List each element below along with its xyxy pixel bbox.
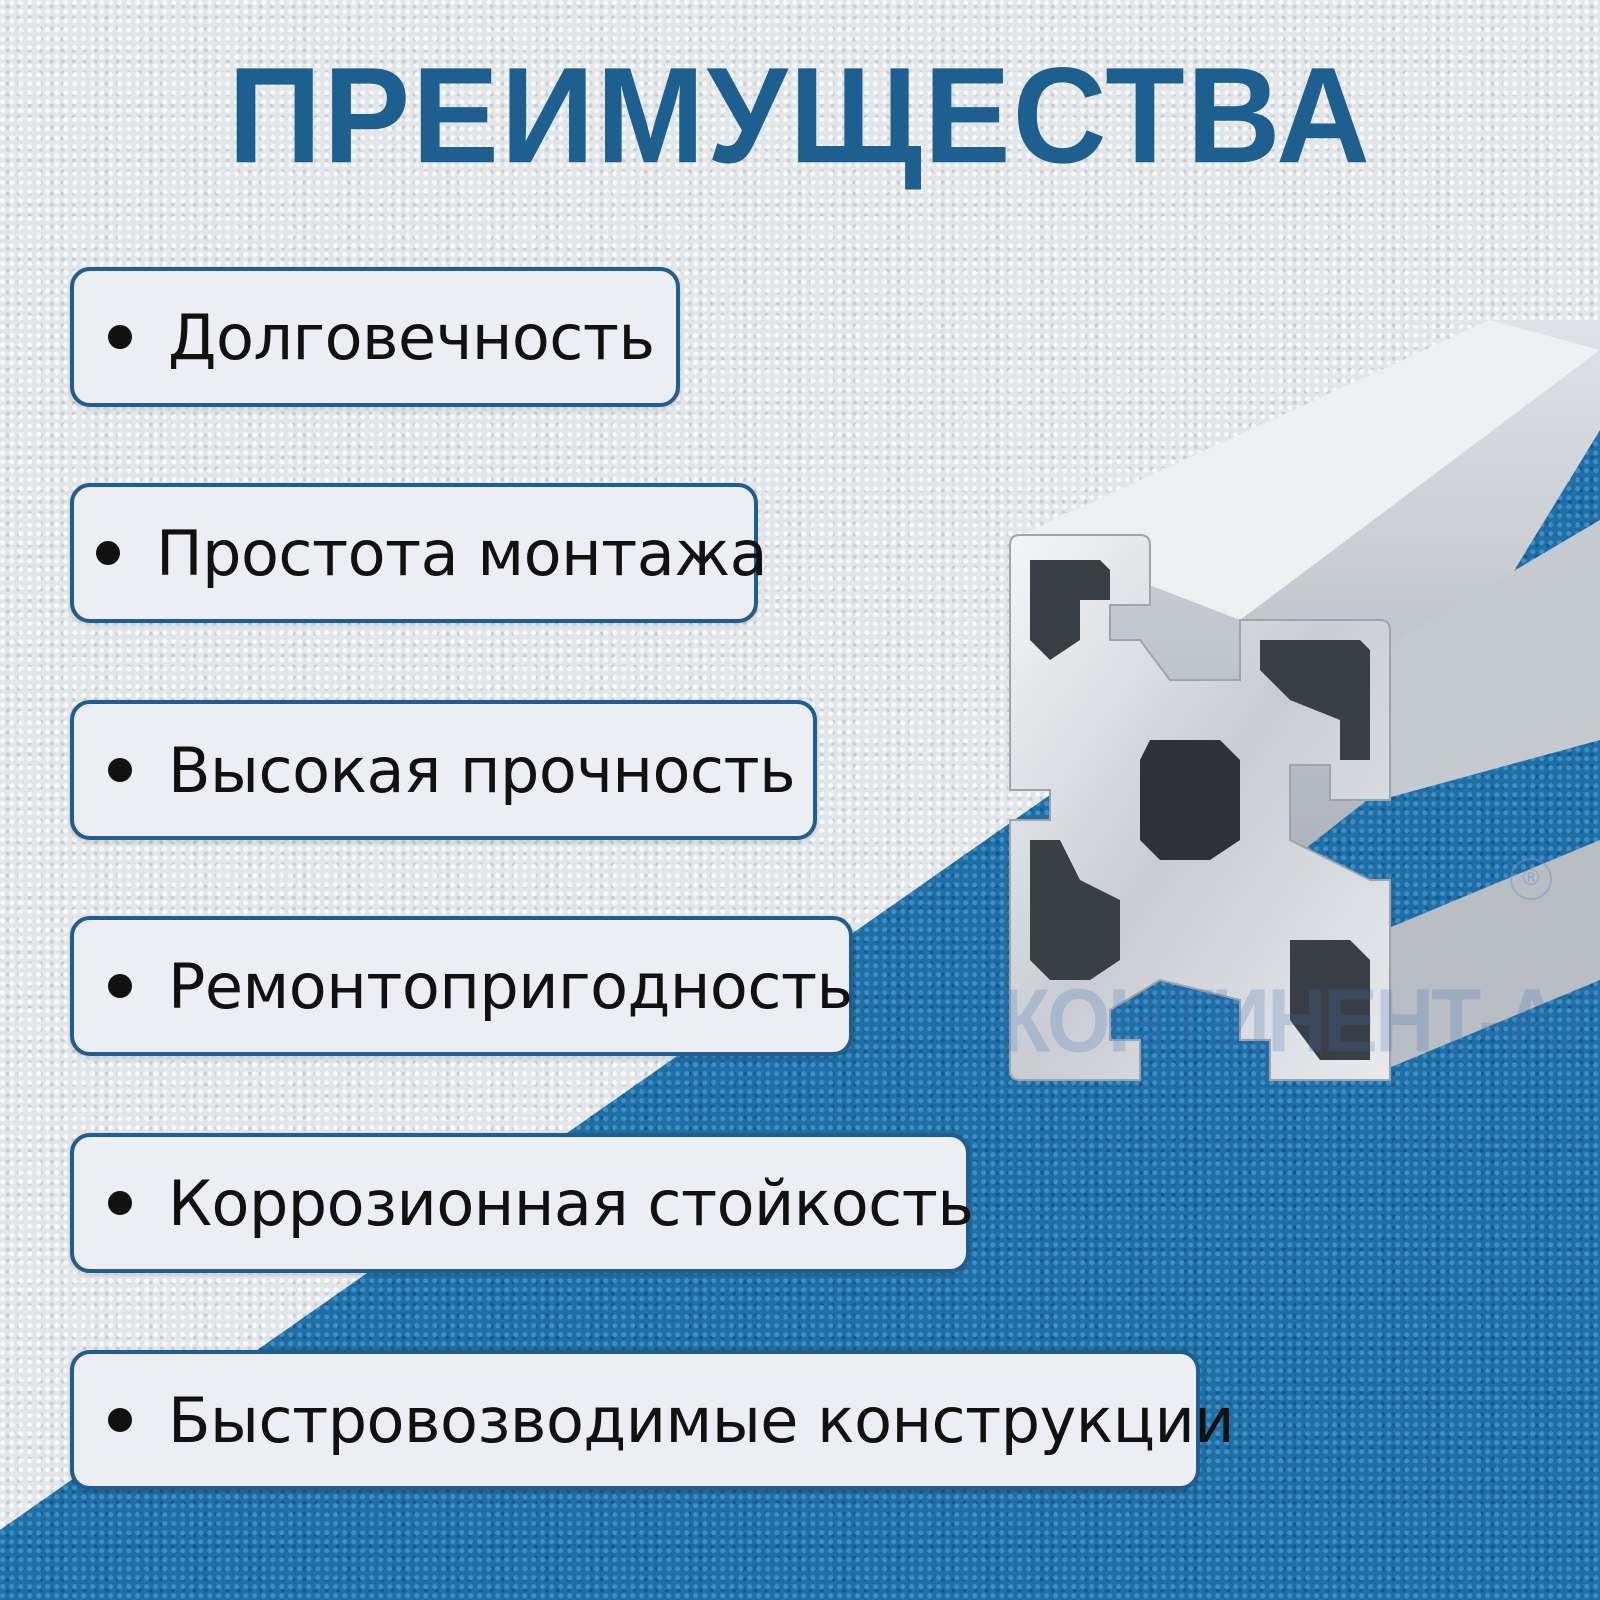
advantage-item-high-strength: Высокая прочность bbox=[70, 700, 817, 840]
advantage-item-corrosion-resistance: Коррозионная стойкость bbox=[70, 1133, 974, 1273]
bullet-icon bbox=[96, 541, 120, 565]
bullet-icon bbox=[108, 1408, 132, 1432]
advantage-item-rapid-construction: Быстровозводимые конструкции bbox=[70, 1350, 1235, 1490]
bullet-icon bbox=[108, 325, 132, 349]
advantage-label: Быстровозводимые конструкции bbox=[168, 1383, 1235, 1457]
advantage-label: Высокая прочность bbox=[168, 733, 796, 807]
registered-mark-icon: ® bbox=[1510, 858, 1552, 900]
advantage-label: Коррозионная стойкость bbox=[168, 1166, 974, 1240]
advantage-item-easy-assembly: Простота монтажа bbox=[70, 483, 768, 623]
bullet-icon bbox=[108, 974, 132, 998]
brand-watermark: КОНТИНЕНТ-АЛ bbox=[1000, 971, 1600, 1072]
bullet-icon bbox=[108, 1191, 132, 1215]
advantage-label: Простота монтажа bbox=[156, 516, 768, 590]
bullet-icon bbox=[108, 758, 132, 782]
advantage-item-maintainability: Ремонтопригодность bbox=[70, 916, 853, 1056]
page-title: ПРЕИМУЩЕСТВА bbox=[228, 38, 1372, 192]
aluminum-profile-image bbox=[1009, 320, 1600, 1081]
advantage-label: Долговечность bbox=[168, 300, 655, 374]
advantage-label: Ремонтопригодность bbox=[168, 949, 853, 1023]
advantage-item-durability: Долговечность bbox=[70, 267, 680, 407]
